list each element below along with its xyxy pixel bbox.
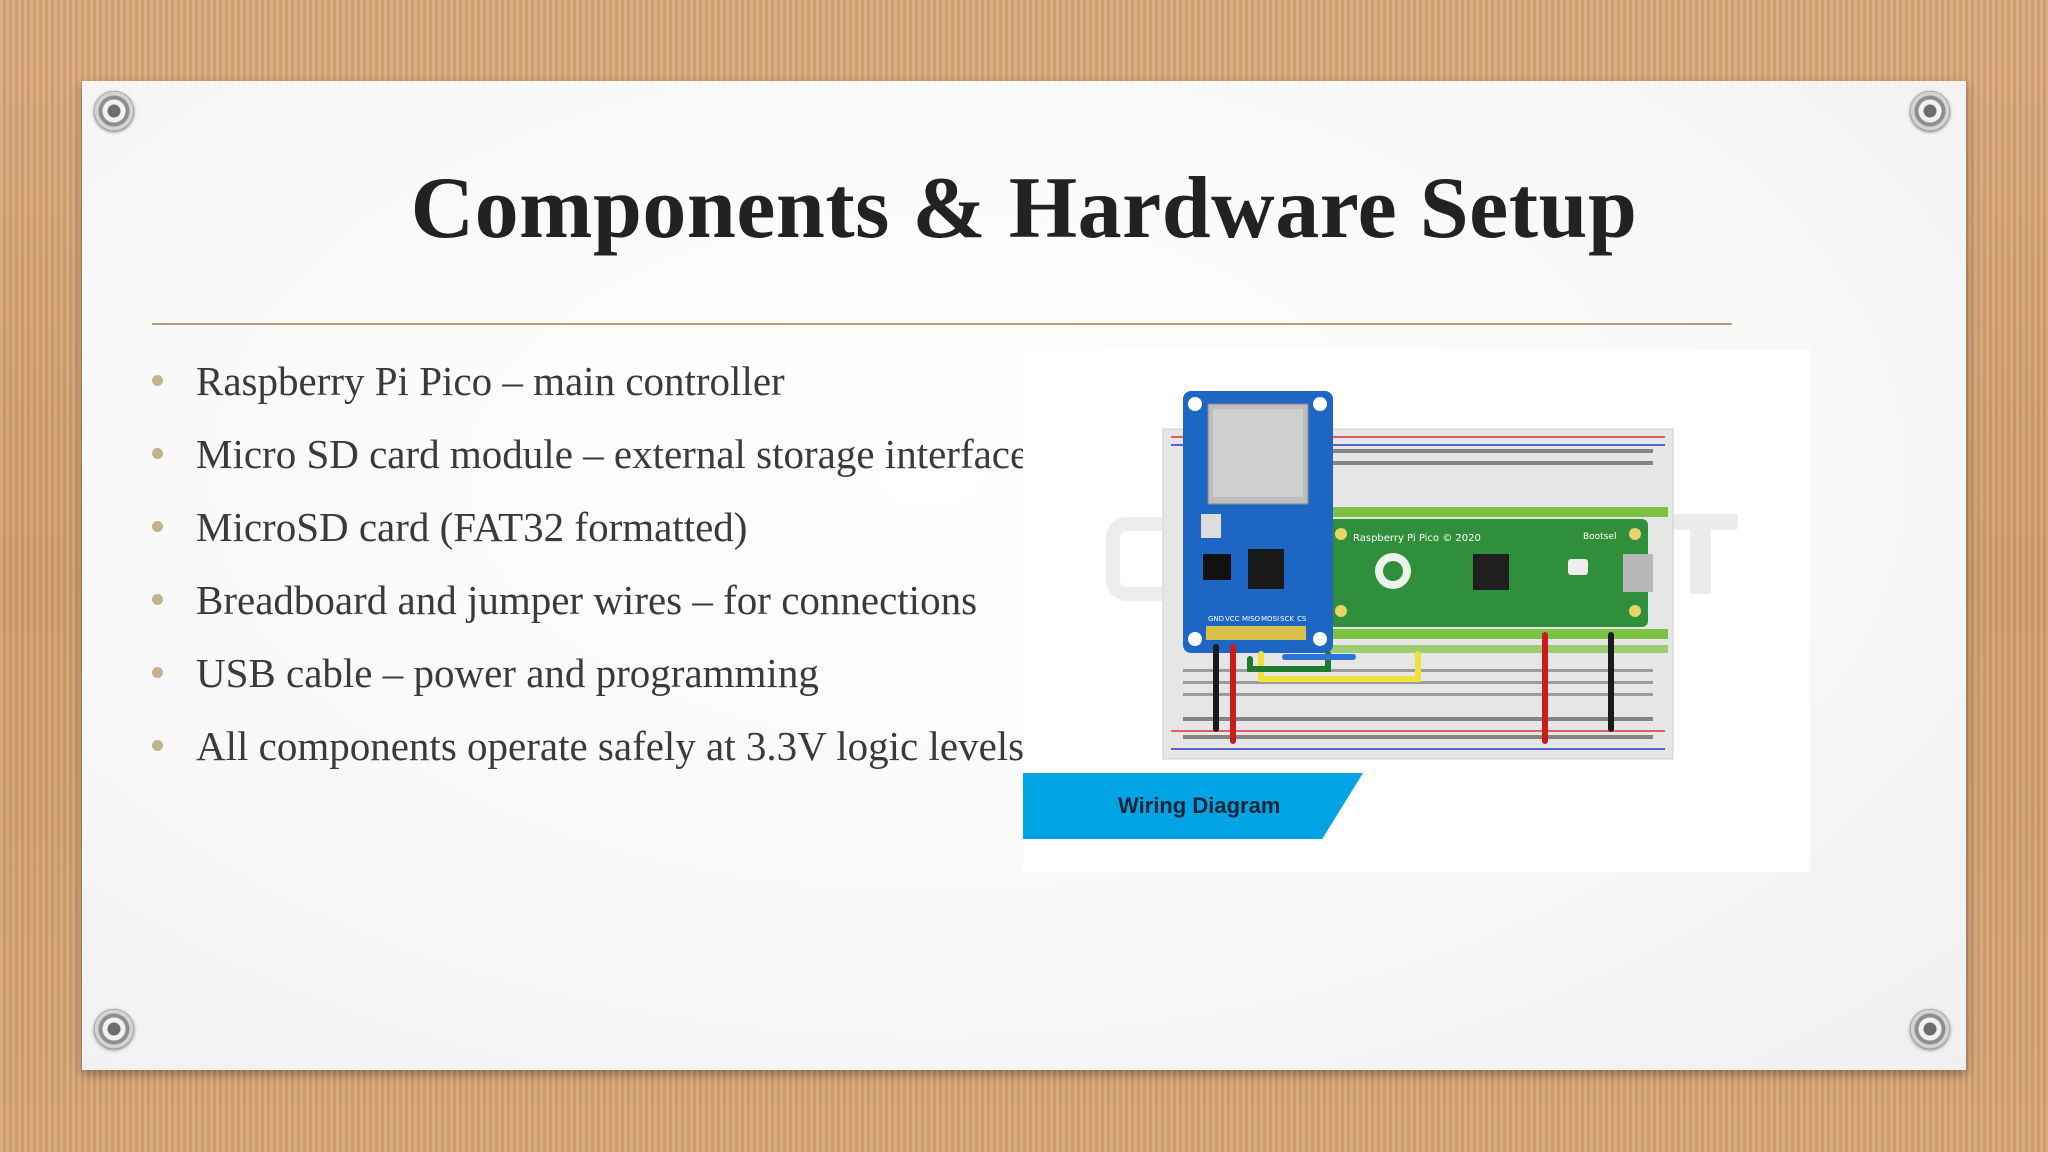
bullet-icon bbox=[152, 740, 163, 751]
rivet-icon bbox=[1910, 91, 1950, 131]
wiring-diagram-illustration: T bbox=[1106, 391, 1738, 760]
jumper-wires bbox=[1213, 632, 1614, 744]
caption-label: Wiring Diagram bbox=[1118, 793, 1281, 818]
bullet-item: All components operate safely at 3.3V lo… bbox=[152, 719, 1092, 773]
bullet-icon bbox=[152, 667, 163, 678]
svg-text:SCK: SCK bbox=[1280, 615, 1294, 623]
svg-text:VCC: VCC bbox=[1225, 615, 1240, 623]
bullet-icon bbox=[152, 594, 163, 605]
caption-banner bbox=[1023, 773, 1363, 839]
bullet-icon bbox=[152, 521, 163, 532]
micro-sd-module: GND VCC MISO MOSI SCK CS bbox=[1183, 391, 1333, 653]
svg-text:CS: CS bbox=[1297, 615, 1307, 623]
rail-holes-bottom bbox=[1183, 717, 1653, 739]
bullet-item: Raspberry Pi Pico – main controller bbox=[152, 354, 1092, 408]
pico-header-pins bbox=[1328, 507, 1668, 653]
rivet-icon bbox=[1910, 1009, 1950, 1049]
rivet-icon bbox=[94, 91, 134, 131]
bullet-icon bbox=[152, 448, 163, 459]
bullet-icon bbox=[152, 375, 163, 386]
watermark-logo: T bbox=[1106, 492, 1738, 620]
bullet-item: MicroSD card (FAT32 formatted) bbox=[152, 500, 1092, 554]
slide-title: Components & Hardware Setup bbox=[410, 160, 1638, 257]
svg-text:T: T bbox=[1663, 492, 1738, 620]
rail-holes-top bbox=[1323, 449, 1653, 465]
svg-text:GND: GND bbox=[1208, 615, 1224, 623]
raspberry-pi-pico-board: Raspberry Pi Pico © 2020 Bootsel bbox=[1328, 519, 1653, 627]
bullet-item: Breadboard and jumper wires – for connec… bbox=[152, 573, 1092, 627]
wiring-diagram-figure: T bbox=[1023, 349, 1810, 872]
svg-text:Bootsel: Bootsel bbox=[1583, 532, 1616, 542]
rivet-icon bbox=[94, 1009, 134, 1049]
bullet-item: Micro SD card module – external storage … bbox=[152, 427, 1092, 481]
svg-text:MOSI: MOSI bbox=[1261, 615, 1279, 623]
svg-text:MISO: MISO bbox=[1242, 615, 1261, 623]
svg-text:Raspberry Pi Pico © 2020: Raspberry Pi Pico © 2020 bbox=[1353, 533, 1481, 544]
title-divider bbox=[152, 323, 1732, 325]
bullet-item: USB cable – power and programming bbox=[152, 646, 1092, 700]
bullet-list: Raspberry Pi Pico – main controller Micr… bbox=[152, 354, 1092, 792]
